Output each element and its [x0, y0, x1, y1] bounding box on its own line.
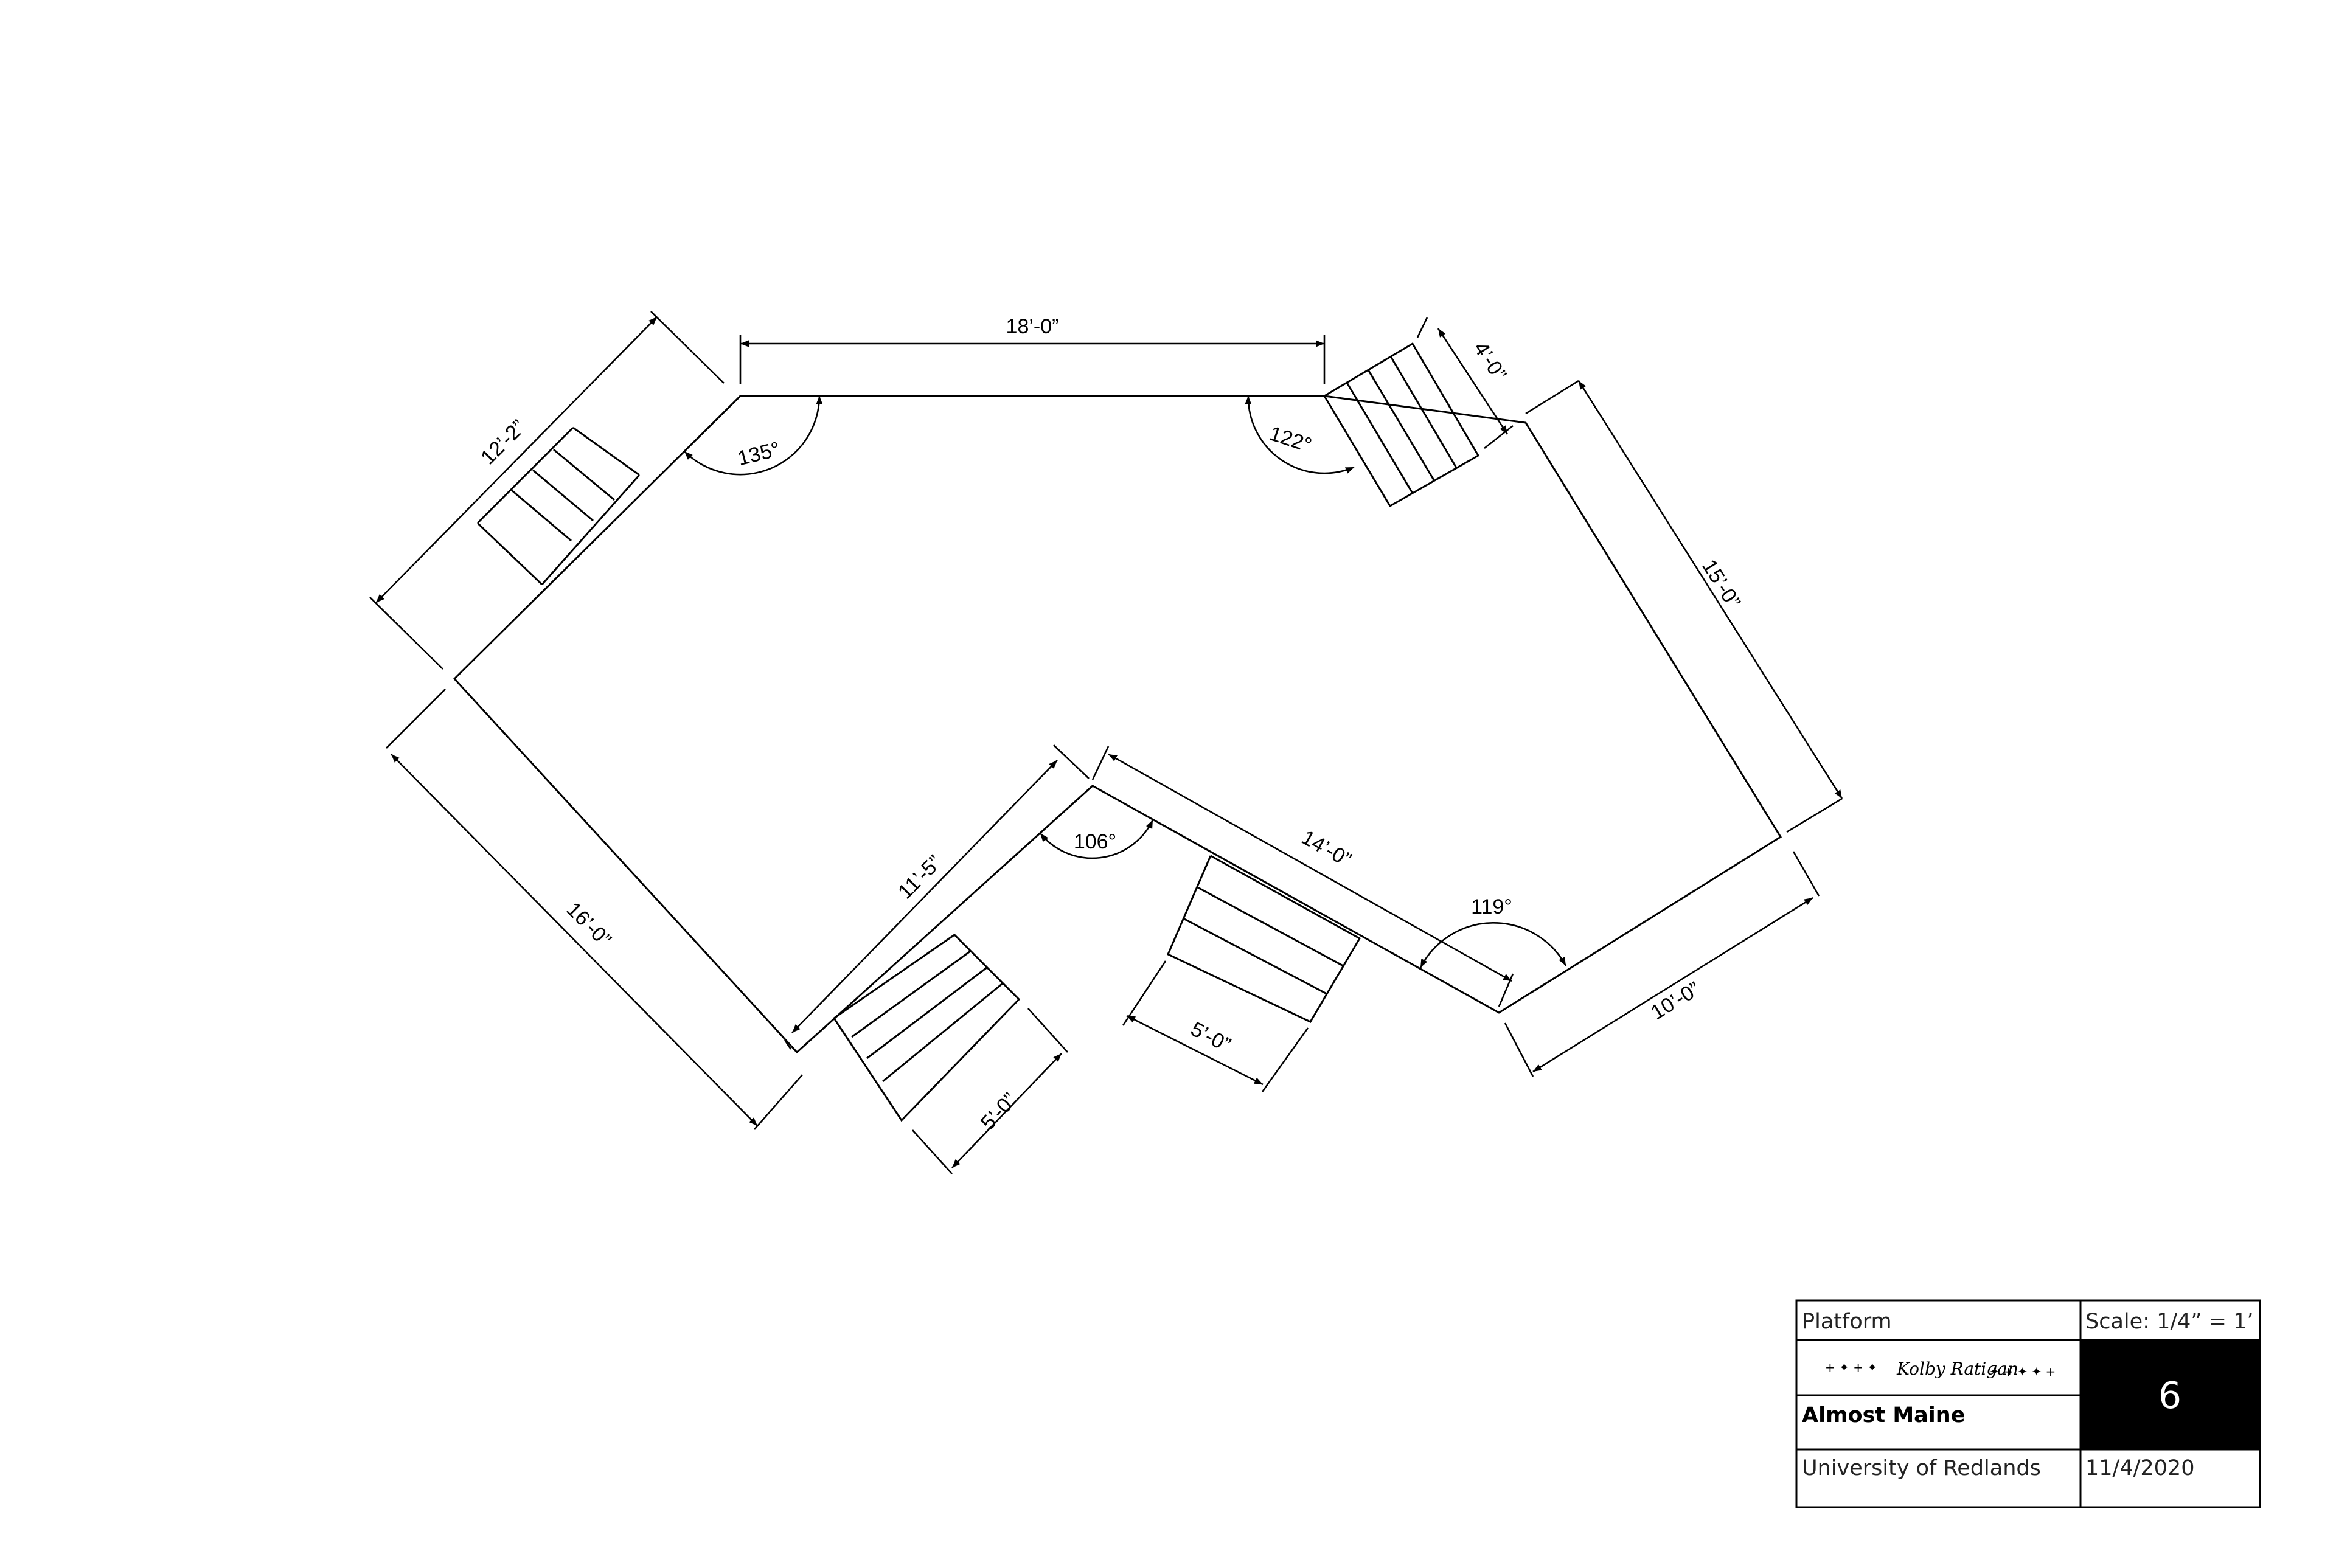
dim-lower-left-label: 16’-0”	[562, 898, 616, 951]
dim-bottom-stair-mid-label: 5’-0”	[1187, 1018, 1234, 1057]
dim-right: 15’-0”	[1525, 380, 1843, 833]
drawing-title: Platform	[1802, 1310, 1892, 1334]
angle-upper-left-label: 135°	[735, 437, 782, 470]
scale-label: Scale: 1/4” = 1’	[2085, 1310, 2254, 1334]
designer-signature: Kolby Ratigan	[1896, 1359, 2018, 1379]
dim-lower-middle: 11’-5”	[784, 744, 1090, 1050]
angle-lower-right: 119°	[1419, 895, 1567, 968]
title-block: Platform Scale: 1/4” = 1’ + ✦ + ✦ ✦ + ✦ …	[1795, 1299, 2261, 1508]
angle-upper-left: 135°	[684, 395, 823, 476]
svg-text:✦ + ✦ ✦ +: ✦ + ✦ ✦ +	[1989, 1364, 2056, 1379]
dim-top-right-stair-label: 4’-0”	[1469, 338, 1511, 385]
sheet-number-box	[2080, 1340, 2260, 1449]
dim-upper-left-label: 12’-2”	[476, 415, 530, 469]
dim-bottom-stair-mid: 5’-0”	[1122, 960, 1309, 1092]
platform-outline	[453, 395, 1782, 1054]
sheet-number: 6	[2158, 1375, 2181, 1417]
dim-top-label: 18’-0”	[1006, 315, 1059, 338]
stair-upper-right	[1323, 342, 1480, 508]
dim-upper-left: 12’-2”	[369, 311, 725, 670]
dim-bottom-right-label: 10’-0”	[1647, 977, 1704, 1024]
dim-top-right-stair: 4’-0”	[1416, 317, 1514, 449]
organization-name: University of Redlands	[1802, 1456, 2041, 1480]
dim-top: 18’-0”	[739, 315, 1326, 384]
dim-bottom-stair-left: 5’-0”	[912, 1008, 1068, 1174]
dim-bottom-stair-left-label: 5’-0”	[976, 1089, 1021, 1135]
drawing-date: 11/4/2020	[2085, 1456, 2194, 1480]
angle-upper-right-label: 122°	[1267, 422, 1315, 457]
dim-middle: 14’-0”	[1091, 746, 1514, 1007]
dim-lower-middle-label: 11’-5”	[894, 851, 947, 904]
svg-text:+ ✦ + ✦: + ✦ + ✦	[1825, 1360, 1877, 1375]
angle-upper-right: 122°	[1245, 395, 1355, 474]
stair-lower-left	[833, 934, 1021, 1122]
angle-lower-middle-label: 106°	[1074, 830, 1116, 853]
dim-bottom-right: 10’-0”	[1504, 851, 1820, 1077]
dim-right-label: 15’-0”	[1697, 555, 1745, 612]
signature-stars-icon: + ✦ + ✦ ✦ + ✦ ✦ +	[1825, 1360, 2056, 1379]
production-title: Almost Maine	[1802, 1403, 1965, 1428]
dim-lower-left: 16’-0”	[386, 689, 803, 1130]
angle-lower-middle: 106°	[1039, 819, 1154, 859]
angle-lower-right-label: 119°	[1471, 895, 1512, 918]
